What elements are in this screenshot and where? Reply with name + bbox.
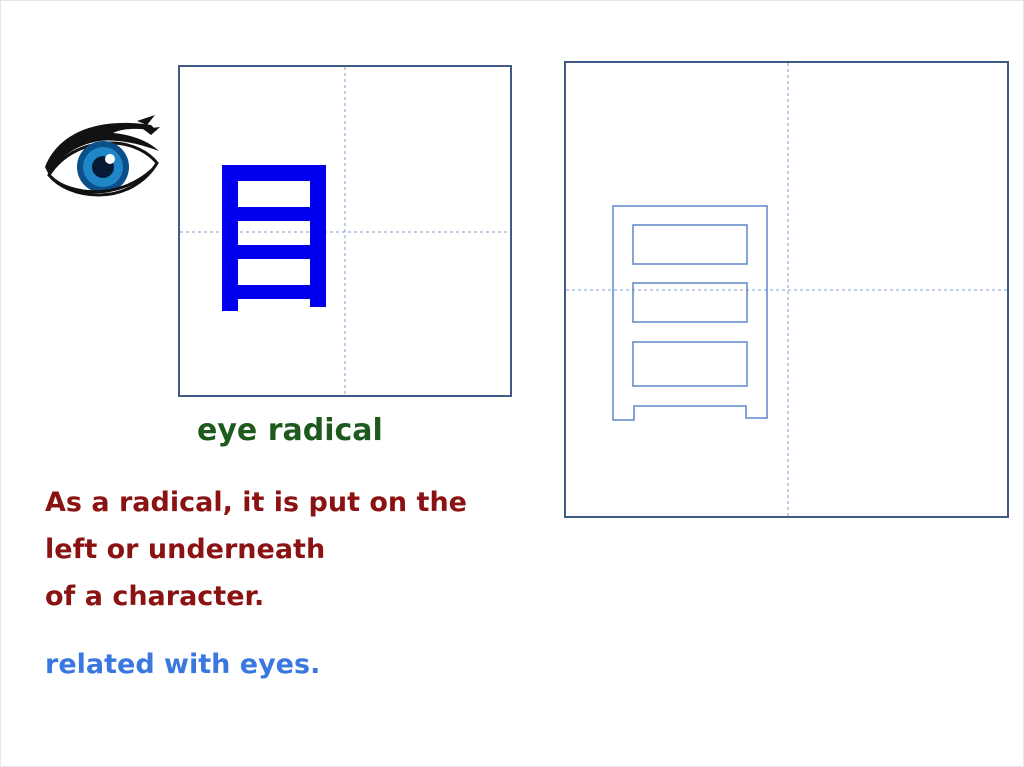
radical-description: As a radical, it is put on the left or u…	[45, 479, 467, 620]
character-grid-outline	[564, 61, 1009, 518]
description-line: of a character.	[45, 581, 265, 612]
eye-icon	[45, 115, 160, 197]
eye-radical-glyph	[222, 165, 326, 311]
radical-name: eye radical	[197, 413, 383, 448]
description-line: left or underneath	[45, 534, 326, 565]
radical-meaning: related with eyes.	[45, 649, 321, 680]
eye-radical-outline-glyph	[612, 205, 768, 421]
description-line: As a radical, it is put on the	[45, 487, 467, 518]
character-grid-solid	[178, 65, 512, 397]
